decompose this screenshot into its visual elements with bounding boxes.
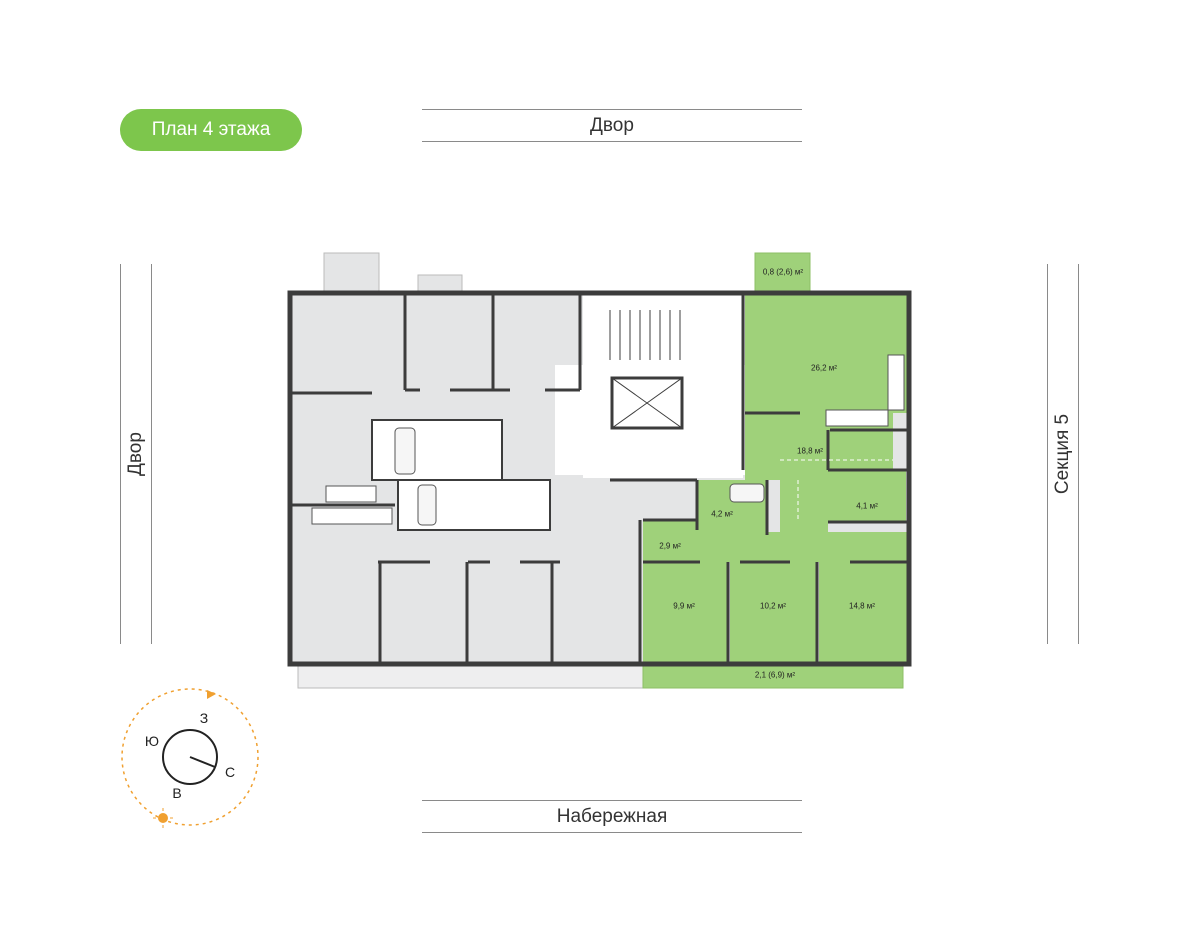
compass-south: Ю: [144, 733, 160, 749]
compass-west: З: [199, 710, 209, 726]
apartment-bedroom-2: [730, 562, 817, 662]
exterior-walls: [287, 290, 912, 667]
apartment-bedroom-1: [643, 562, 728, 662]
area-hall: 18,8 м²: [797, 446, 823, 456]
area-bath-1: 4,2 м²: [711, 509, 733, 519]
loggia-bottom-other: [297, 663, 644, 689]
compass-needle: [189, 756, 216, 768]
balcony-top-mid: [417, 274, 463, 294]
area-bedroom-1: 9,9 м²: [673, 601, 695, 611]
compass-north: С: [224, 764, 236, 780]
street-top-label: Двор: [422, 109, 802, 142]
interior-walls: [290, 293, 907, 662]
area-bath-2: 4,1 м²: [856, 501, 878, 511]
apartment-living-kitchen: [745, 295, 907, 413]
bathtubs: [394, 427, 765, 526]
area-bedroom-3: 14,8 м²: [849, 601, 875, 611]
floor-label-badge: План 4 этажа: [120, 109, 302, 151]
area-living-kitchen: 26,2 м²: [811, 363, 837, 373]
apartment-corridor: [697, 532, 907, 562]
area-balcony-top: 0,8 (2,6) м²: [762, 267, 804, 277]
balcony-top-left: [323, 252, 380, 294]
apartment-hall-ext: [780, 480, 828, 540]
side-right-marker: Секция 5: [1047, 264, 1079, 644]
apartment-bedroom-3: [819, 562, 907, 662]
kitchen-counters: [311, 354, 905, 525]
area-bedroom-2: 10,2 м²: [760, 601, 786, 611]
compass-orbit: [121, 688, 259, 826]
side-left-marker: Двор: [120, 264, 152, 644]
orbit-arrow: [207, 690, 216, 699]
compass: [121, 688, 259, 828]
area-storage: 2,9 м²: [659, 541, 681, 551]
compass-east: В: [172, 785, 182, 801]
sun-icon: [158, 813, 168, 823]
street-bottom-label: Набережная: [422, 800, 802, 833]
stair-treads: [609, 310, 681, 360]
zone-dividers: [780, 459, 893, 520]
area-balcony-bottom: 2,1 (6,9) м²: [754, 670, 796, 680]
apartment-storage: [643, 520, 698, 562]
apartment-bath-2: [828, 470, 906, 522]
balcony-top-apartment: [754, 252, 811, 294]
